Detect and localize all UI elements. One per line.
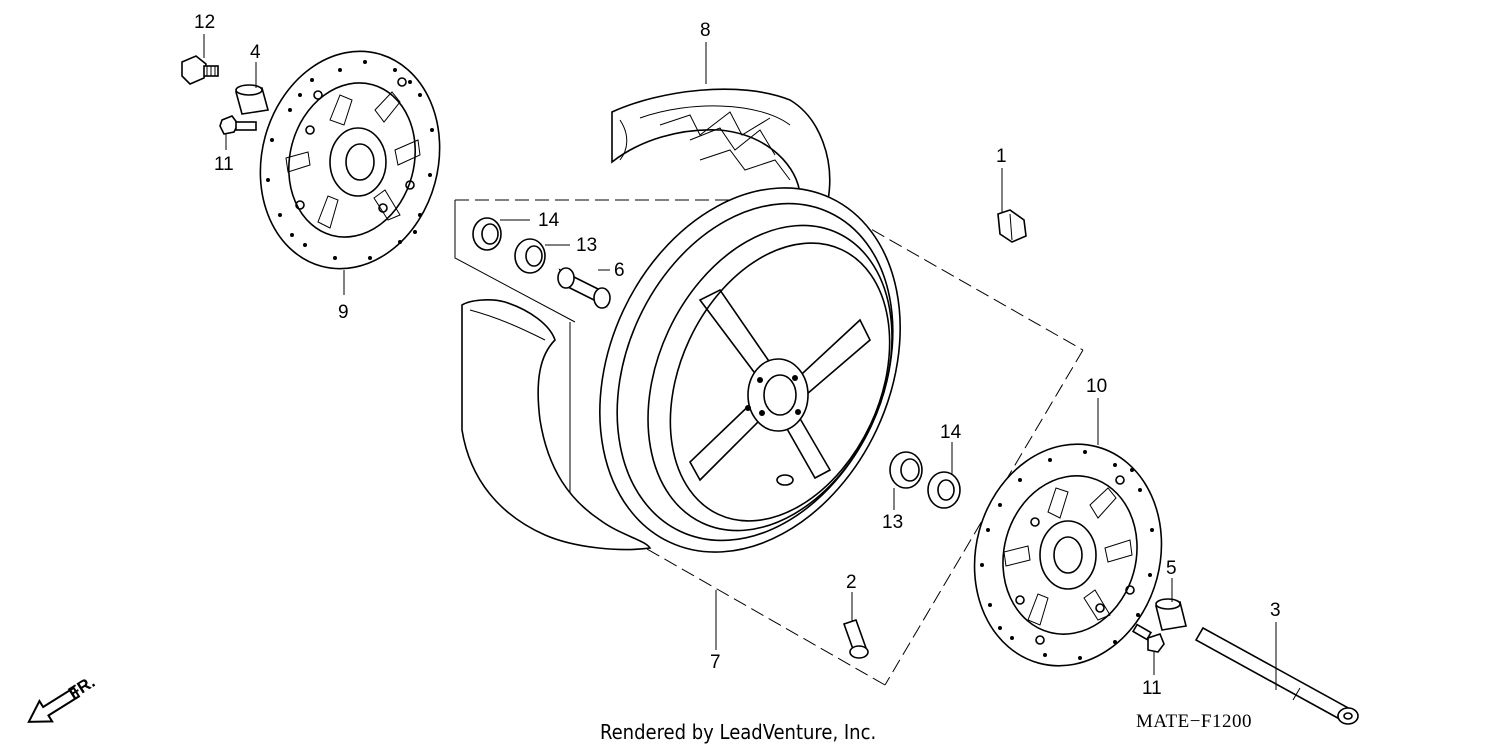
bearing-13-lower[interactable] [889, 451, 923, 489]
callout-13-lower: 13 [882, 512, 903, 533]
bolt-12[interactable] [181, 55, 219, 85]
bearing-13-upper[interactable] [514, 238, 546, 274]
bearing-14-upper[interactable] [472, 217, 502, 251]
callout-5: 5 [1166, 558, 1177, 579]
leader-lines [203, 34, 1277, 690]
callout-9: 9 [338, 302, 349, 323]
tire[interactable] [611, 88, 831, 201]
callout-6: 6 [614, 260, 625, 281]
valve-2[interactable] [842, 618, 869, 659]
bolt-11-lower[interactable] [1131, 623, 1165, 653]
arrow-icon [27, 686, 81, 723]
callout-14-lower: 14 [940, 422, 962, 443]
axle-3[interactable] [1194, 626, 1359, 725]
callout-3: 3 [1270, 600, 1281, 621]
rim-band[interactable] [461, 299, 652, 551]
callout-4: 4 [250, 42, 261, 63]
callout-2: 2 [846, 572, 857, 593]
callout-10: 10 [1086, 376, 1107, 397]
right-brake-disc[interactable] [950, 423, 1186, 687]
seal-14-lower[interactable] [927, 471, 961, 509]
callout-11-lower: 11 [1142, 678, 1162, 699]
collar-4[interactable] [234, 84, 270, 115]
callout-12: 12 [194, 12, 215, 33]
bolt-11-upper[interactable] [219, 115, 257, 135]
callout-11-upper: 11 [214, 154, 234, 175]
callout-13-upper: 13 [576, 235, 597, 256]
credit-text: Rendered by LeadVenture, Inc. [600, 720, 876, 744]
callout-1: 1 [996, 146, 1007, 167]
spacer-6[interactable] [557, 267, 611, 309]
collar-5[interactable] [1155, 598, 1187, 631]
clip-1[interactable] [997, 209, 1027, 243]
diagram-code: MATE−F1200 [1136, 711, 1252, 732]
callout-14-upper: 14 [538, 210, 560, 231]
callout-7: 7 [710, 652, 721, 673]
left-brake-disc[interactable] [237, 31, 464, 289]
front-wheel[interactable] [543, 139, 957, 602]
callout-8: 8 [700, 20, 711, 41]
